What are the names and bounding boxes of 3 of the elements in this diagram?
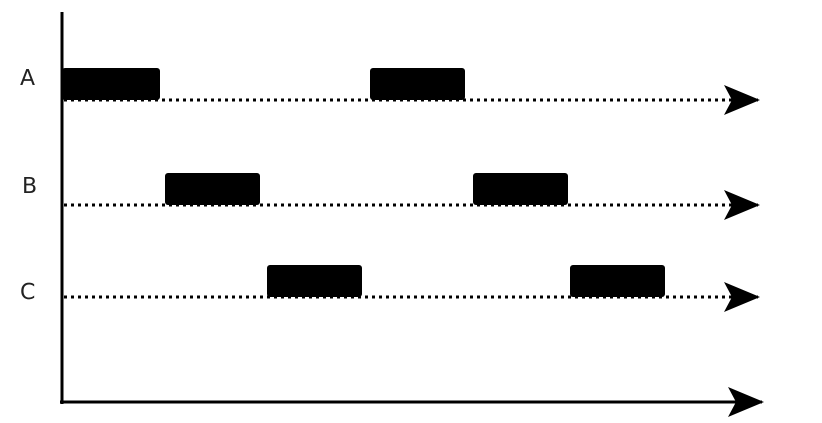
- lane-label: B: [22, 176, 38, 198]
- lane-label: C: [20, 282, 36, 304]
- lane-label: A: [20, 68, 36, 90]
